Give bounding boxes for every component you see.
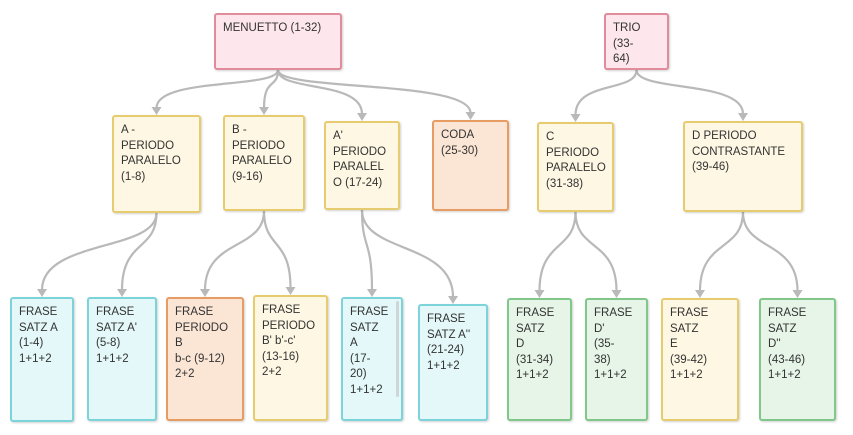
arrowhead-b-fb1 xyxy=(285,287,296,295)
arrowhead-menuetto-a xyxy=(151,107,162,115)
node-frase-satz-e[interactable]: FRASE SATZ E (39-42) 1+1+2 xyxy=(661,298,739,421)
node-a-prime-periodo-paralelo[interactable]: A' PERIODO PARALEL O (17-24) xyxy=(324,121,400,210)
arrowhead-menuetto-coda xyxy=(465,112,476,120)
connector-trio-c xyxy=(574,69,638,116)
node-frase-satz-a-prime[interactable]: FRASE SATZ A' (5-8) 1+1+2 xyxy=(87,297,157,421)
node-frase-periodo-b[interactable]: FRASE PERIODO B b-c (9-12) 2+2 xyxy=(166,297,244,421)
connector-menuetto-a xyxy=(155,69,280,109)
node-c-periodo-paralelo[interactable]: C PERIODO PARALELO (31-38) xyxy=(537,122,614,212)
arrowhead-a1-fa3 xyxy=(448,296,458,304)
arrowhead-d-fd2 xyxy=(792,290,803,298)
connector-d-fd2 xyxy=(741,211,799,292)
connector-a-fa xyxy=(40,212,158,291)
node-frase-satz-a[interactable]: FRASE SATZ A (1-4) 1+1+2 xyxy=(10,297,74,422)
node-frase-satz-d[interactable]: FRASE SATZ D (31-34) 1+1+2 xyxy=(507,298,572,421)
connector-menuetto-coda xyxy=(276,69,472,114)
node-a-periodo-paralelo[interactable]: A - PERIODO PARALELO (1-8) xyxy=(112,115,201,213)
connector-menuetto-b xyxy=(262,69,280,109)
connector-a1-fa3 xyxy=(360,209,455,298)
arrowhead-menuetto-b xyxy=(259,107,269,115)
connector-b-fb1 xyxy=(262,210,292,289)
node-d-periodo-contrastante[interactable]: D PERIODO CONTRASTANTE (39-46) xyxy=(683,121,803,212)
node-menuetto[interactable]: MENUETTO (1-32) xyxy=(214,13,342,70)
arrowhead-trio-c xyxy=(570,114,581,122)
node-trio[interactable]: TRIO (33- 64) xyxy=(604,13,669,70)
connector-menuetto-a1 xyxy=(276,69,364,115)
connector-trio-d xyxy=(635,69,745,115)
connector-c-fd1 xyxy=(574,211,618,292)
node-coda[interactable]: CODA (25-30) xyxy=(432,120,509,211)
arrowhead-c-fd1 xyxy=(611,290,622,298)
arrowhead-b-fb xyxy=(200,289,210,297)
arrowhead-a-fa1 xyxy=(117,289,127,297)
node-frase-periodo-b-prime[interactable]: FRASE PERIODO B' b'-c' (13-16) 2+2 xyxy=(253,295,328,421)
arrowhead-trio-d xyxy=(738,113,748,121)
arrowhead-d-fe xyxy=(695,290,705,298)
arrowhead-c-fd xyxy=(534,290,545,298)
connector-b-fb xyxy=(203,210,266,291)
connector-c-fd xyxy=(538,211,577,292)
node-b-periodo-paralelo[interactable]: B - PERIODO PARALELO (9-16) xyxy=(223,115,305,211)
node-frase-satz-a-17-20[interactable]: FRASE SATZ A (17- 20) 1+1+2 xyxy=(341,297,403,421)
arrowhead-a1-fa2 xyxy=(367,289,377,297)
connector-a1-fa2 xyxy=(360,209,374,291)
arrowhead-menuetto-a1 xyxy=(357,113,367,121)
arrowhead-a-fa xyxy=(37,289,47,297)
node-frase-satz-a-double-prime[interactable]: FRASE SATZ A'' (21-24) 1+1+2 xyxy=(418,304,488,421)
node-frase-satz-d-double-prime[interactable]: FRASE SATZ D'' (43-46) 1+1+2 xyxy=(759,298,836,421)
connector-d-fe xyxy=(698,211,745,292)
node-frase-d-prime[interactable]: FRASE D' (35- 38) 1+1+2 xyxy=(585,298,648,421)
node-scrollbar[interactable] xyxy=(396,301,399,397)
connector-a-fa1 xyxy=(120,212,158,291)
